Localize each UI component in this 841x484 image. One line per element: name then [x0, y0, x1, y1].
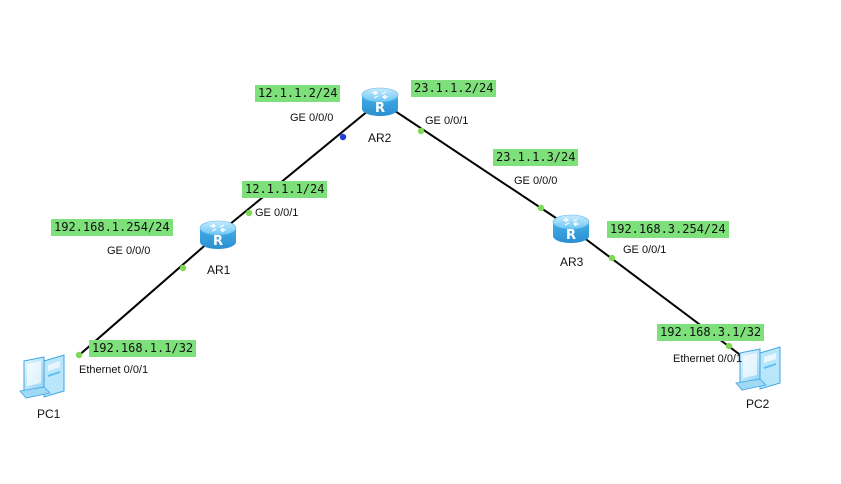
port-dot-ar3-g001 [608, 254, 616, 262]
port-dot-ar3-g000 [537, 204, 545, 212]
pc2-icon[interactable] [735, 346, 781, 391]
port-dot-ar2-g000 [339, 133, 347, 141]
port-label-pc2-eth: Ethernet 0/0/1 [673, 353, 743, 365]
port-label-ar3-g000: GE 0/0/0 [514, 175, 558, 187]
port-dot-ar2-g001 [417, 127, 425, 135]
ip-label-pc1-eth: 192.168.1.1/32 [89, 340, 197, 357]
device-name-pc1: PC1 [37, 407, 61, 421]
port-label-ar1-g001: GE 0/0/1 [255, 207, 299, 219]
port-label-ar2-g001: GE 0/0/1 [425, 115, 469, 127]
device-name-ar3: AR3 [560, 255, 584, 269]
ip-label-ar1-g001: 12.1.1.1/24 [242, 181, 328, 198]
port-label-ar2-g000: GE 0/0/0 [290, 112, 334, 124]
port-dot-pc2-eth [725, 342, 733, 350]
ip-label-pc2-eth: 192.168.3.1/32 [657, 324, 765, 341]
port-dot-ar1-g001 [245, 209, 253, 217]
router-ar2-icon[interactable] [361, 87, 399, 117]
port-label-ar1-g000: GE 0/0/0 [107, 245, 151, 257]
device-name-pc2: PC2 [746, 397, 770, 411]
device-name-ar2: AR2 [368, 131, 392, 145]
ip-label-ar3-g000: 23.1.1.3/24 [493, 149, 579, 166]
link-pc1-ar1[interactable] [76, 233, 219, 358]
router-ar1-icon[interactable] [199, 220, 237, 250]
port-dot-pc1-eth [75, 351, 83, 359]
port-label-pc1-eth: Ethernet 0/0/1 [79, 364, 149, 376]
ip-label-ar3-g001: 192.168.3.254/24 [607, 221, 729, 238]
ip-label-ar2-g000: 12.1.1.2/24 [255, 85, 341, 102]
port-label-ar3-g001: GE 0/0/1 [623, 244, 667, 256]
ip-label-ar1-g000: 192.168.1.254/24 [51, 219, 173, 236]
port-dot-ar1-g000 [179, 264, 187, 272]
link-ar1-ar2[interactable] [217, 100, 381, 235]
ip-label-ar2-g001: 23.1.1.2/24 [411, 80, 497, 97]
device-name-ar1: AR1 [207, 263, 231, 277]
pc1-icon[interactable] [19, 354, 65, 399]
router-ar3-icon[interactable] [552, 214, 590, 244]
